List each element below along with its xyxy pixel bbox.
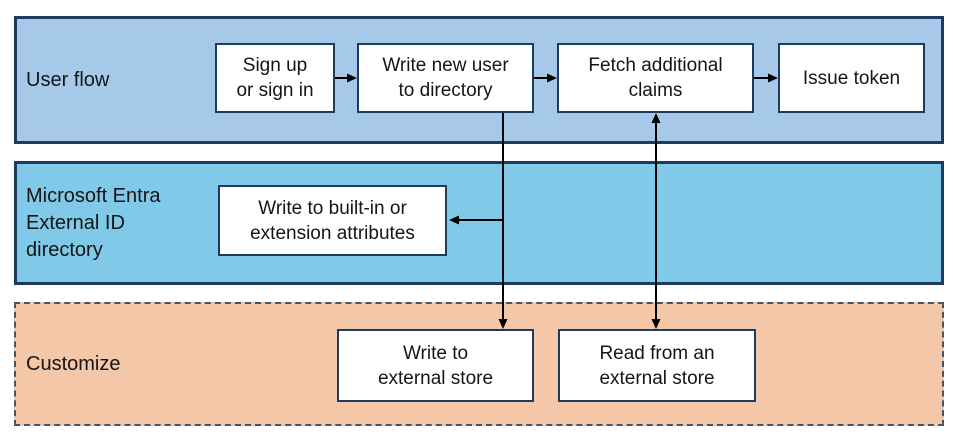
box-label-line: external store	[377, 367, 494, 389]
box-label-line: claims	[628, 80, 683, 101]
box-sign-up-or-sign-in: Sign up or sign in	[215, 43, 335, 113]
box-fetch-additional-claims: Fetch additional claims	[557, 43, 754, 113]
lane-label-line: Customize	[26, 352, 121, 375]
arrow-branch-to-writebuiltin	[449, 215, 503, 225]
box-label-line: external store	[599, 367, 715, 389]
lane-label-line: User flow	[26, 68, 110, 91]
lane-entra-directory	[14, 161, 944, 285]
box-write-builtin-extension-attributes: Write to built-in or extension attribute…	[218, 185, 447, 256]
arrow-signup-to-writenewuser	[335, 73, 357, 83]
lane-label-line: Microsoft Entra	[26, 184, 161, 207]
arrow-fetchclaims-readexternal	[651, 113, 661, 329]
arrow-writenewuser-to-fetchclaims	[534, 73, 557, 83]
box-label-line: Read from an	[599, 342, 715, 364]
lane-customize-label: Customize	[26, 302, 120, 426]
box-label-line: to directory	[398, 80, 493, 101]
lane-label-line: directory	[26, 238, 103, 261]
lane-user-flow-label: User flow	[26, 16, 109, 144]
arrow-writenewuser-to-writeexternal	[498, 113, 508, 329]
box-label-line: or sign in	[236, 80, 314, 101]
arrow-fetchclaims-to-issuetoken	[754, 73, 778, 83]
box-label-line: extension attributes	[250, 222, 415, 244]
box-label-line: Fetch additional	[588, 55, 723, 76]
box-label-line: Sign up	[242, 55, 308, 76]
box-label-line: Write new user	[382, 55, 509, 76]
box-issue-token: Issue token	[778, 43, 925, 113]
box-write-to-external-store: Write to external store	[337, 329, 534, 402]
box-write-new-user-to-directory: Write new user to directory	[357, 43, 534, 113]
box-label-line: Write to	[402, 342, 469, 364]
box-label-line: Write to built-in or	[258, 197, 407, 219]
box-read-from-external-store: Read from an external store	[558, 329, 756, 402]
lane-label-line: External ID	[26, 211, 125, 234]
lane-entra-directory-label: Microsoft Entra External ID directory	[26, 161, 160, 285]
box-label-line: Issue token	[802, 67, 901, 89]
